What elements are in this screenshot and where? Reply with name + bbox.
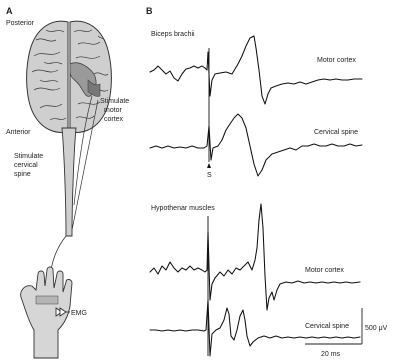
biceps-cervical-spine-label: Cervical spine: [314, 129, 358, 136]
brain-illustration: [27, 21, 112, 282]
stimulus-arrow-icon: [207, 163, 211, 168]
hypothenar-muscles-label: Hypothenar muscles: [151, 205, 215, 212]
hypothenar-motor-cortex-trace: [150, 204, 360, 310]
amplitude-scale-label: 500 μV: [365, 325, 388, 332]
hypothenar-cervical-spine-label: Cervical spine: [305, 323, 349, 330]
hypothenar-motor-cortex-label: Motor cortex: [305, 267, 344, 274]
stimulate-motor-cortex-label: Stimulate motor cortex: [100, 98, 131, 123]
stimulate-cervical-spine-line-3: spine: [14, 171, 31, 178]
stimulate-motor-cortex-line-1: Stimulate: [100, 98, 129, 105]
panel-b-label: B: [146, 6, 153, 16]
posterior-label: Posterior: [6, 20, 35, 27]
stimulate-cervical-spine-line-2: cervical: [14, 162, 38, 169]
stimulate-cervical-spine-line-1: Stimulate: [14, 153, 43, 160]
stimulate-cervical-spine-label: Stimulate cervical spine: [14, 153, 45, 178]
biceps-brachii-label: Biceps brachii: [151, 31, 195, 38]
biceps-motor-cortex-label: Motor cortex: [317, 57, 356, 64]
stimulate-motor-cortex-line-3: cortex: [104, 116, 124, 123]
biceps-motor-cortex-trace: [150, 36, 362, 104]
biceps-cervical-spine-trace: [150, 114, 362, 176]
time-scale-label: 20 ms: [321, 351, 341, 358]
anterior-label: Anterior: [6, 129, 31, 136]
stimulate-motor-cortex-line-2: motor: [104, 107, 123, 114]
emg-label: EMG: [71, 310, 87, 317]
stimulus-mark-label: S: [207, 172, 212, 179]
panel-a-label: A: [6, 6, 13, 16]
